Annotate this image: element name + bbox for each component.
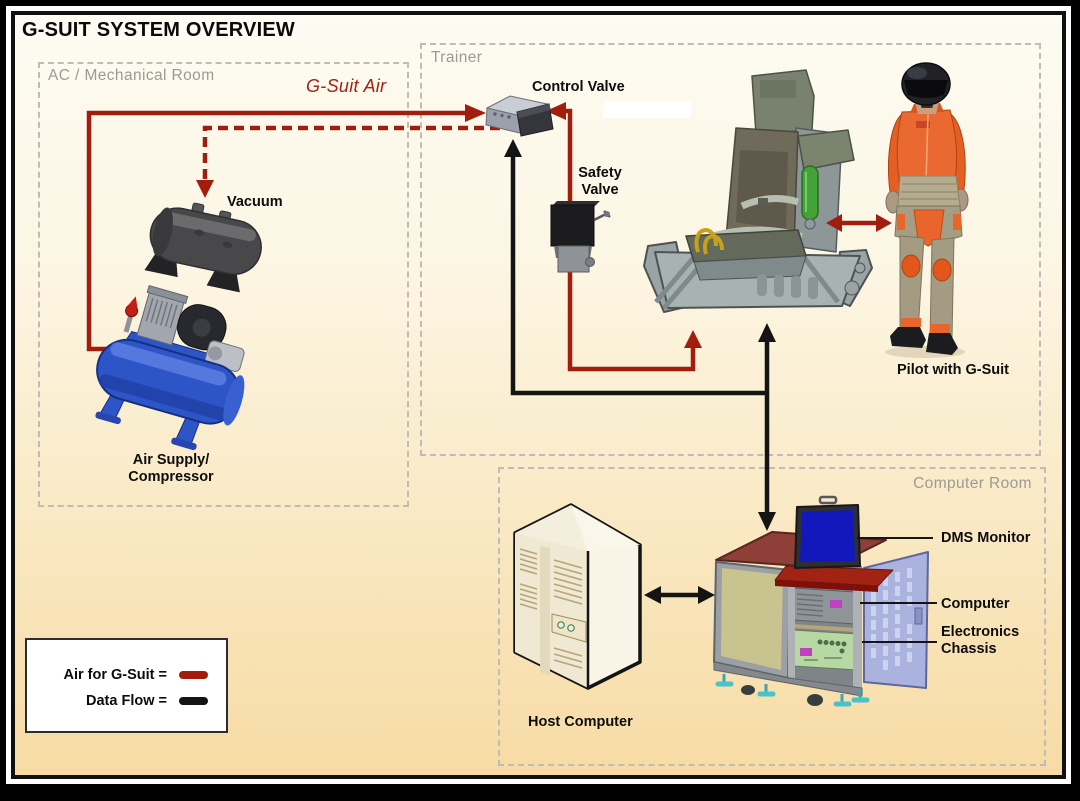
pilot-label: Pilot with G-Suit bbox=[897, 362, 1009, 378]
control-valve-illustration bbox=[485, 95, 554, 137]
pilot-illustration bbox=[885, 62, 969, 358]
room-box-trainer bbox=[420, 43, 1041, 456]
callout-lines bbox=[857, 537, 937, 643]
computer-rack-illustration bbox=[713, 495, 929, 707]
room-label-trainer: Trainer bbox=[431, 49, 483, 66]
room-box-computer bbox=[498, 467, 1046, 766]
rack-data-arrowhead bbox=[758, 512, 776, 531]
safety-valve-air-line bbox=[564, 108, 696, 372]
host-rack-data-arrow bbox=[644, 586, 715, 604]
host-computer-label: Host Computer bbox=[528, 714, 633, 730]
room-label-computer: Computer Room bbox=[913, 475, 1032, 492]
air-supply-arrowhead bbox=[465, 104, 486, 122]
legend-air-label: Air for G-Suit = bbox=[63, 667, 167, 683]
ejection-seat-illustration bbox=[643, 69, 873, 313]
seat-pilot-air-arrow bbox=[826, 214, 892, 232]
safety-valve-illustration bbox=[550, 201, 611, 273]
air-supply-label-line1: Air Supply/ bbox=[132, 452, 210, 468]
legend-data-label: Data Flow = bbox=[86, 693, 167, 709]
seat-data-arrowhead bbox=[758, 323, 776, 342]
room-box-ac-mechanical bbox=[38, 62, 409, 507]
computer-label: Computer bbox=[941, 596, 1010, 612]
vacuum-arrowhead bbox=[196, 180, 214, 198]
electronics-chassis-label: Electronics Chassis bbox=[941, 624, 1019, 657]
control-valve-left-arrowhead bbox=[546, 102, 566, 120]
vacuum-tank-illustration bbox=[144, 202, 262, 293]
legend-air-swatch bbox=[179, 671, 208, 679]
electronics-chassis-label-line1: Electronics bbox=[941, 624, 1020, 640]
data-flow-line bbox=[510, 155, 770, 513]
air-supply-label: Air Supply/ Compressor bbox=[110, 452, 232, 485]
legend-data-swatch bbox=[179, 697, 208, 705]
vacuum-feed-dashed-line bbox=[202, 125, 500, 181]
electronics-chassis-label-line2: Chassis bbox=[941, 640, 997, 657]
page-title: G-SUIT SYSTEM OVERVIEW bbox=[22, 19, 295, 41]
safety-valve-label-line2: Valve bbox=[581, 181, 619, 198]
white-patch bbox=[603, 101, 691, 118]
room-label-ac-mechanical: AC / Mechanical Room bbox=[48, 67, 215, 84]
legend-box: Air for G-Suit = Data Flow = bbox=[25, 638, 228, 733]
safety-valve-label: Safety Valve bbox=[558, 165, 642, 198]
host-computer-illustration bbox=[513, 503, 642, 690]
control-valve-label: Control Valve bbox=[532, 79, 625, 95]
safety-valve-label-line1: Safety bbox=[578, 165, 622, 181]
vacuum-label: Vacuum bbox=[227, 194, 283, 210]
gsuit-air-flow-label: G-Suit Air bbox=[306, 76, 387, 96]
seat-air-arrowhead bbox=[684, 330, 702, 348]
air-supply-label-line2: Compressor bbox=[128, 468, 214, 485]
compressor-illustration bbox=[95, 284, 245, 451]
control-valve-data-arrowhead bbox=[504, 139, 522, 157]
dms-monitor-label: DMS Monitor bbox=[941, 530, 1031, 546]
